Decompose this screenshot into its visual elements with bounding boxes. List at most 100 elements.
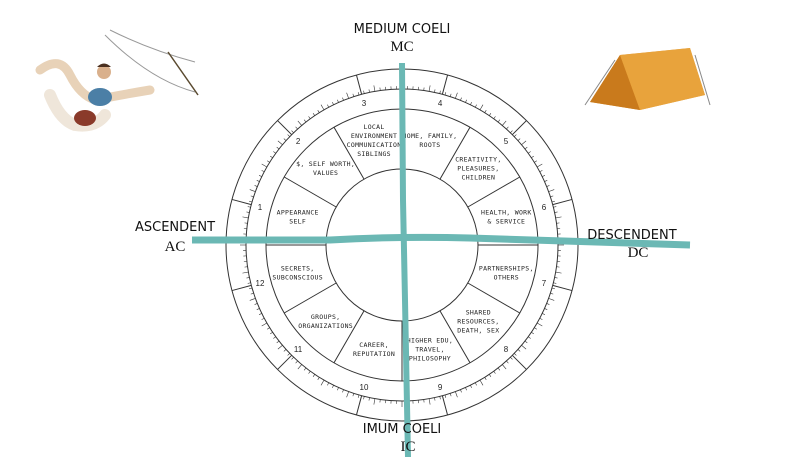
degree-tick [297,364,302,370]
degree-tick [277,345,283,350]
degree-tick [497,367,501,371]
degree-tick [506,360,509,364]
degree-tick [261,163,268,168]
degree-tick [276,146,280,150]
degree-tick [276,340,280,344]
degree-tick [550,195,554,198]
degree-tick [521,140,527,145]
house-cusp [467,282,521,314]
degree-tick [270,155,273,159]
degree-tick [250,292,254,295]
degree-tick [553,282,557,284]
degree-tick [474,104,477,108]
house-cusp [439,310,471,364]
sign-divider [511,120,527,136]
degree-tick [363,396,365,400]
degree-tick [332,101,334,105]
degree-tick [460,97,462,101]
degree-tick [342,97,344,101]
house-number: 2 [296,137,301,146]
house-meaning-text: SECRETS, [281,264,315,272]
house-number: 4 [438,99,443,108]
house-meaning-text: $, SELF WORTH, [296,160,355,168]
house-number: 11 [294,345,303,354]
house-meaning-text: APPEARANCE [277,209,319,217]
ac-title: ASCENDENT [135,220,215,235]
degree-tick [484,110,487,113]
house-meaning-text: PLEASURES, [457,165,499,173]
degree-tick [555,271,562,274]
house-meaning-text: ROOTS [419,141,440,149]
house-number: 6 [542,203,547,212]
degree-tick [544,308,548,310]
degree-tick [373,398,376,405]
degree-tick [352,93,355,97]
degree-tick [337,387,339,391]
degree-tick [295,126,298,130]
degree-tick [312,374,316,377]
tent-illustration [584,48,711,110]
degree-tick [470,385,472,389]
house-cusp [439,126,471,180]
degree-tick [267,160,270,163]
degree-tick [256,180,260,182]
degree-tick [256,308,260,310]
house-meaning-text: ENVIRONMENT [351,132,397,140]
house-meaning-text: REPUTATION [353,350,395,358]
sign-divider [355,395,363,416]
degree-tick [444,394,447,398]
degree-tick [444,92,447,96]
trapeze-artist-illustration [35,29,199,132]
degree-tick [249,298,256,301]
degree-tick [261,170,265,173]
house-cusp [333,310,365,364]
house-meaning-text: RESOURCES, [457,317,499,325]
degree-tick [373,85,376,92]
house-meaning-text: & SERVICE [487,218,525,226]
degree-tick [455,92,458,99]
degree-tick [254,303,258,305]
degree-tick [517,349,521,352]
degree-tick [312,113,316,116]
house-meaning-text: COMMUNICATION [347,141,402,149]
degree-tick [510,130,513,133]
degree-tick [287,353,290,356]
degree-tick [479,104,484,111]
degree-tick [308,371,311,374]
degree-tick [484,377,487,380]
degree-tick [337,99,339,103]
degree-tick [465,387,467,391]
degree-tick [531,331,534,335]
degree-tick [514,353,517,356]
degree-tick [327,104,330,108]
sign-divider [511,354,527,370]
degree-tick [539,317,543,320]
ac-abbr: AC [165,239,186,255]
house-meaning-text: OTHERS [494,273,519,281]
degree-tick [524,340,528,344]
mc-abbr: MC [390,39,413,55]
degree-tick [246,277,250,279]
degree-tick [352,393,355,397]
house-number: 9 [438,383,443,392]
degree-tick [546,303,550,305]
degree-tick [528,336,531,339]
degree-tick [368,397,370,401]
degree-tick [320,104,325,111]
house-meaning-text: ORGANIZATIONS [298,322,353,330]
degree-tick [254,185,258,187]
degree-tick [524,146,528,150]
degree-tick [250,195,254,198]
mc-ic-axis-line [399,62,411,457]
ic-abbr: IC [401,439,416,455]
house-number: 3 [362,99,367,108]
degree-tick [493,371,496,374]
house-meaning-text: DEATH, SEX [457,326,499,334]
degree-tick [357,394,360,398]
degree-tick [546,185,550,187]
house-number: 5 [504,137,509,146]
degree-tick [449,93,452,97]
sign-divider [355,74,363,95]
